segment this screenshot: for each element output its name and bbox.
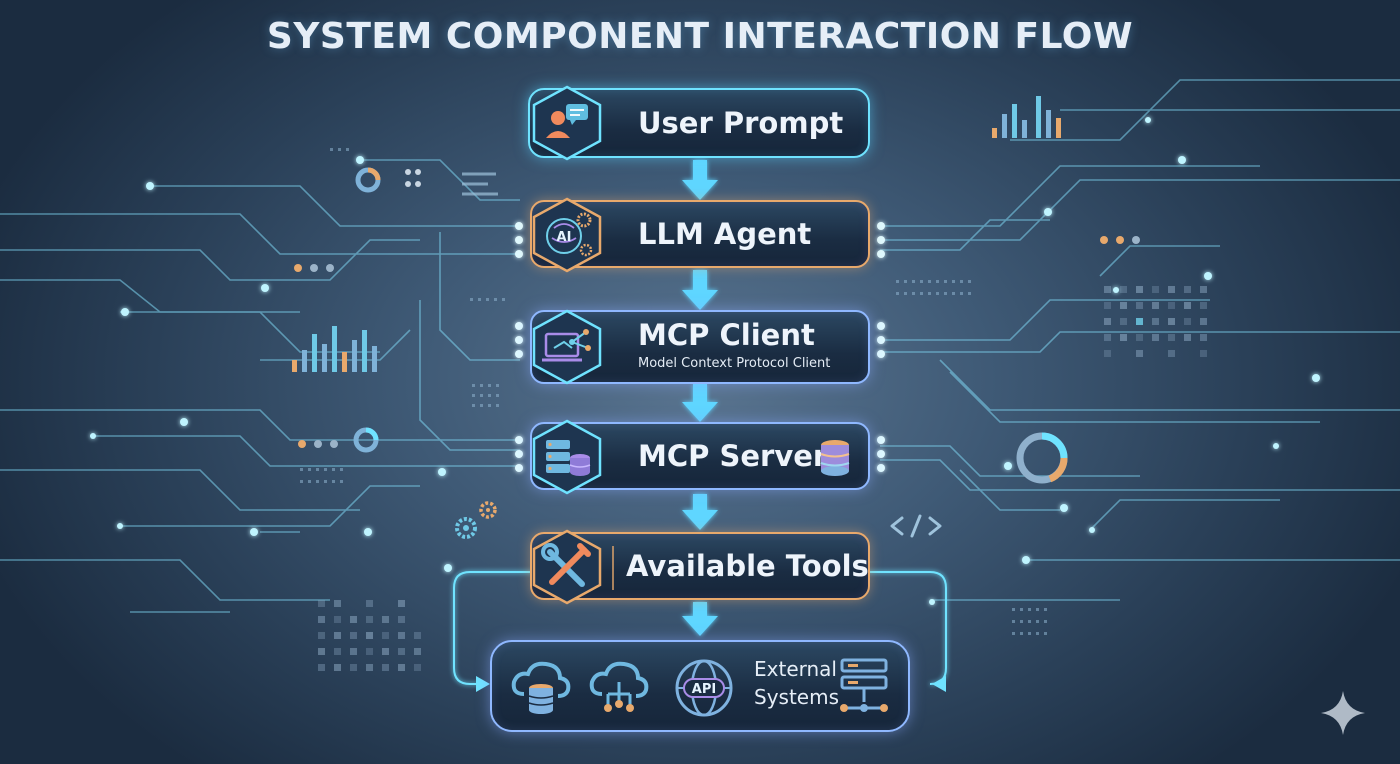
user-chat-icon xyxy=(532,85,602,161)
page-title: SYSTEM COMPONENT INTERACTION FLOW xyxy=(266,16,1134,57)
server-network-icon xyxy=(840,658,888,712)
step-mcp-server: MCP Server xyxy=(530,419,870,495)
cloud-database-icon xyxy=(511,661,571,714)
decor-code-icon xyxy=(890,514,942,538)
step-label: User Prompt xyxy=(638,106,844,140)
wrench-screwdriver-icon xyxy=(532,529,602,605)
step-sublabel: Model Context Protocol Client xyxy=(638,356,831,371)
step-label: MCP Server xyxy=(638,439,828,473)
external-label-line2: Systems xyxy=(754,685,839,709)
database-icon xyxy=(820,440,850,476)
step-llm-agent: AI LLM Agent xyxy=(530,197,870,273)
step-label: Available Tools xyxy=(626,549,869,583)
decor-bar-chart-left xyxy=(292,326,377,372)
sparkle-icon xyxy=(1321,691,1365,735)
decor-bar-chart-right xyxy=(992,96,1061,138)
cloud-network-icon xyxy=(589,661,649,712)
server-database-icon xyxy=(532,419,602,495)
laptop-network-icon xyxy=(532,309,602,385)
step-mcp-client: MCP Client Model Context Protocol Client xyxy=(530,309,870,385)
step-user-prompt: User Prompt xyxy=(528,85,870,161)
svg-text:API: API xyxy=(692,682,716,697)
flow-arrows xyxy=(682,160,718,636)
decor-gears-icon xyxy=(455,501,497,539)
step-label: MCP Client xyxy=(638,318,815,352)
svg-text:AI: AI xyxy=(557,230,572,245)
step-label: LLM Agent xyxy=(638,217,812,251)
external-label-line1: External xyxy=(754,657,837,681)
ai-brain-gear-icon: AI xyxy=(532,197,602,273)
external-systems-panel: API External Systems xyxy=(490,640,910,732)
icon-divider xyxy=(612,546,614,590)
api-globe-icon: API xyxy=(675,659,733,717)
step-available-tools: Available Tools xyxy=(530,529,870,605)
